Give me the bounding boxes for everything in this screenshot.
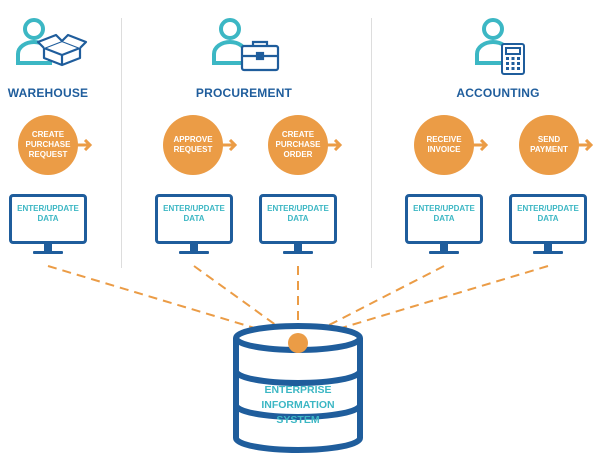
database-label: ENTERPRISE INFORMATION SYSTEM	[261, 384, 335, 426]
monitor-base	[33, 251, 63, 254]
person-briefcase-icon	[212, 18, 280, 72]
monitor-icon: ENTER/UPDATE DATA	[405, 194, 483, 262]
monitor-stand	[294, 244, 302, 252]
monitor-base	[429, 251, 459, 254]
step-create-purchase-order: CREATE PURCHASE ORDER	[268, 115, 328, 175]
department-icons	[16, 18, 525, 75]
monitor-base	[533, 251, 563, 254]
monitor-screen	[9, 194, 87, 244]
terminal-label: ENTER/UPDATE DATA	[17, 204, 79, 223]
monitor-screen	[259, 194, 337, 244]
arrow-right-icon	[578, 139, 594, 151]
monitor-base	[283, 251, 313, 254]
monitor-base	[179, 251, 209, 254]
step-create-purchase-request: CREATE PURCHASE REQUEST	[18, 115, 78, 175]
monitor-screen	[509, 194, 587, 244]
person-calculator-icon	[475, 18, 525, 75]
monitor-stand	[544, 244, 552, 252]
arrow-right-icon	[77, 139, 93, 151]
monitor-stand	[44, 244, 52, 252]
terminal-label: ENTER/UPDATE DATA	[163, 204, 225, 223]
arrow-right-icon	[327, 139, 343, 151]
connector-hub	[288, 333, 308, 353]
step-receive-invoice: RECEIVE INVOICE	[414, 115, 474, 175]
monitor-icon: ENTER/UPDATE DATA	[9, 194, 87, 262]
department-label-warehouse: WAREHOUSE	[7, 86, 89, 100]
monitor-icon: ENTER/UPDATE DATA	[509, 194, 587, 262]
database-icon	[233, 323, 363, 453]
terminal-label: ENTER/UPDATE DATA	[413, 204, 475, 223]
arrow-right-icon	[222, 139, 238, 151]
department-label-procurement: PROCUREMENT	[195, 86, 293, 100]
step-approve-request: APPROVE REQUEST	[163, 115, 223, 175]
department-label-accounting: ACCOUNTING	[456, 86, 540, 100]
column-divider	[121, 18, 122, 268]
monitor-stand	[190, 244, 198, 252]
monitor-icon: ENTER/UPDATE DATA	[259, 194, 337, 262]
step-send-payment: SEND PAYMENT	[519, 115, 579, 175]
person-box-icon	[16, 18, 88, 67]
monitor-icon: ENTER/UPDATE DATA	[155, 194, 233, 262]
monitor-screen	[155, 194, 233, 244]
monitor-screen	[405, 194, 483, 244]
column-divider	[371, 18, 372, 268]
terminal-label: ENTER/UPDATE DATA	[517, 204, 579, 223]
arrow-right-icon	[473, 139, 489, 151]
monitor-stand	[440, 244, 448, 252]
terminal-label: ENTER/UPDATE DATA	[267, 204, 329, 223]
